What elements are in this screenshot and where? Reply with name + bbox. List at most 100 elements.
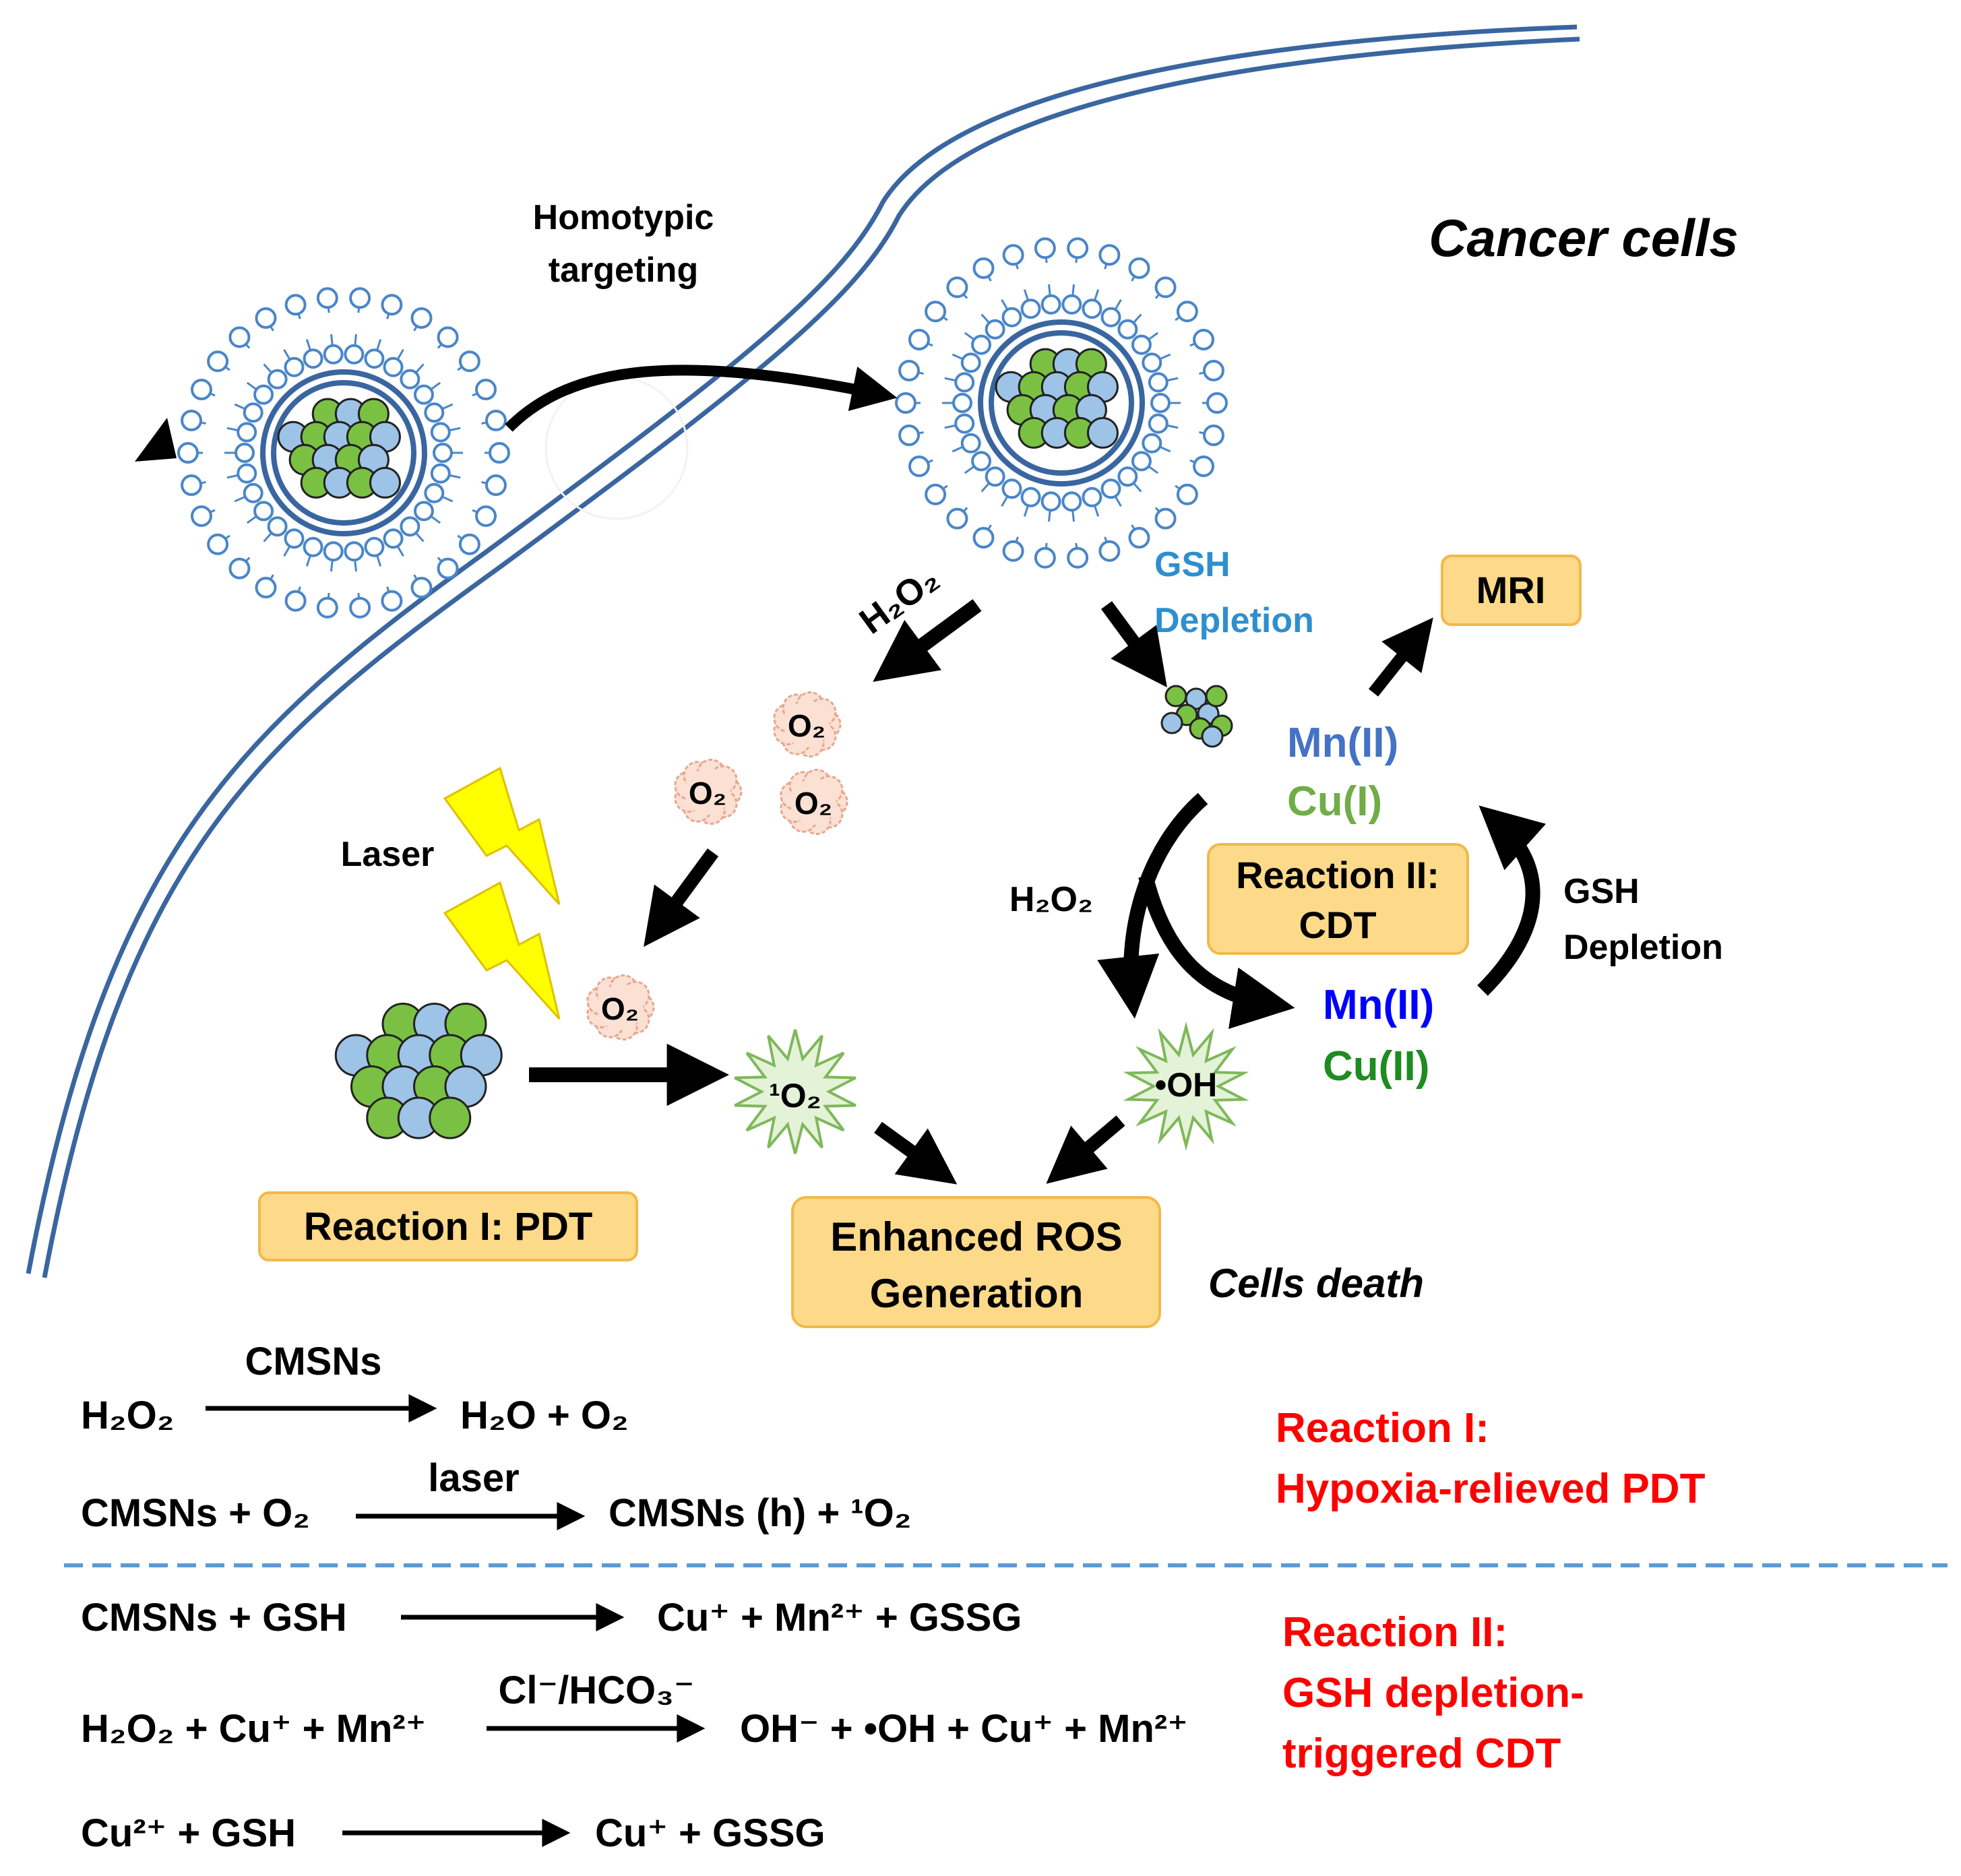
eq1-right: H₂O + O₂ <box>460 1394 629 1437</box>
lipid-head <box>1117 466 1138 487</box>
gsh-label-top: GSH <box>1154 545 1231 584</box>
reaction2-box: Reaction II: CDT <box>1207 843 1469 955</box>
lipid-head <box>1040 491 1061 512</box>
mri-label: MRI <box>1476 569 1546 611</box>
lipid-head <box>1040 294 1061 315</box>
cu-i-label: Cu(I) <box>1287 778 1382 825</box>
lipid-head <box>433 443 453 463</box>
lipid-head <box>1128 527 1150 549</box>
lipid-head <box>1193 329 1215 351</box>
lipid-head <box>908 329 930 351</box>
lipid-head <box>485 409 507 431</box>
r1-title-line1: Reaction I: <box>1276 1405 1489 1451</box>
lipid-head <box>458 533 480 555</box>
lipid-head <box>1002 540 1024 562</box>
lipid-head <box>400 516 421 537</box>
lipid-head <box>1098 244 1121 266</box>
h2o2-mid-label: H₂O₂ <box>1009 880 1093 919</box>
o2-clouds: O₂ O₂ O₂ O₂ <box>586 691 848 1041</box>
lipid-head <box>1020 487 1041 507</box>
eq5-left: Cu²⁺ + GSH <box>81 1811 296 1855</box>
reaction2-box-line1: Reaction II: <box>1236 854 1439 896</box>
lipid-head <box>253 501 274 522</box>
cells-death-label: Cells death <box>1208 1261 1424 1306</box>
lipid-head <box>1202 359 1224 381</box>
o2-arrow <box>644 848 719 947</box>
lipid-head <box>1154 276 1177 299</box>
lipid-head <box>1100 478 1121 499</box>
lipid-head <box>323 344 344 365</box>
lipid-head <box>1142 352 1162 373</box>
o2-label: O₂ <box>689 776 726 811</box>
singlet-oxygen-label: ¹O₂ <box>769 1077 821 1115</box>
lipid-head <box>284 356 305 377</box>
cell-membrane <box>26 24 1580 1278</box>
r2-title-line3: triggered CDT <box>1282 1730 1561 1777</box>
o2-cloud: O₂ <box>674 758 743 825</box>
eq3-right: Cu⁺ + Mn²⁺ + GSSG <box>657 1596 1022 1639</box>
lipid-head <box>960 433 981 454</box>
eq1-left: H₂O₂ <box>81 1394 175 1437</box>
targeting-label: targeting <box>549 251 698 290</box>
h2o2-arrow <box>873 599 982 682</box>
lipid-head <box>228 326 251 348</box>
lipid-head <box>181 474 203 497</box>
lipid-head <box>1001 307 1022 327</box>
lipid-head <box>1098 540 1121 562</box>
play-triangle-icon <box>135 418 177 462</box>
lipid-head <box>424 482 445 503</box>
lipid-head <box>895 392 916 414</box>
nanoparticle-core-particle <box>1086 416 1119 449</box>
lipid-head <box>1128 257 1150 279</box>
to-cu-ii-arrow <box>1138 874 1295 1029</box>
lipid-head <box>237 422 257 443</box>
lipid-head <box>349 287 371 309</box>
eq4-over: Cl⁻/HCO₃⁻ <box>498 1668 694 1712</box>
faint-circle <box>544 376 689 520</box>
lipid-head <box>437 557 459 580</box>
lipid-head <box>1061 294 1082 315</box>
lipid-head <box>413 501 434 522</box>
lipid-head <box>400 369 421 389</box>
lipid-head <box>1082 299 1102 319</box>
laser-label: Laser <box>341 835 435 874</box>
lipid-head <box>458 350 480 373</box>
photosensitizer-cluster <box>334 1003 503 1139</box>
lipid-head <box>364 536 385 557</box>
lipid-head <box>972 257 995 279</box>
eq3-left: CMSNs + GSH <box>81 1596 347 1639</box>
eq2-left: CMSNs + O₂ <box>81 1491 310 1535</box>
lipid-head <box>1202 425 1224 447</box>
nanoparticle-core-particle <box>369 466 401 499</box>
lipid-head <box>410 307 433 329</box>
o2-cloud: O₂ <box>780 768 848 836</box>
nanoparticle-internalized <box>895 237 1228 569</box>
lipid-head <box>255 307 277 329</box>
gsh-right-label: GSH <box>1563 872 1640 911</box>
lipid-head <box>323 541 344 562</box>
singlet-to-ros-arrow <box>874 1121 958 1185</box>
o2-cloud: O₂ <box>773 691 842 758</box>
lipid-head <box>1100 307 1121 327</box>
depletion-label-top: Depletion <box>1154 601 1314 640</box>
gsh-regeneration-arrow <box>1477 805 1547 996</box>
lipid-head <box>267 369 288 389</box>
lipid-head <box>1150 393 1171 413</box>
r2-title-line1: Reaction II: <box>1282 1609 1507 1656</box>
lipid-head <box>908 455 930 477</box>
lipid-head <box>1148 413 1169 434</box>
lipid-head <box>430 422 451 443</box>
lipid-head <box>255 577 277 599</box>
lipid-head <box>381 294 403 316</box>
oh-to-ros-arrow <box>1046 1115 1125 1184</box>
lipid-head <box>383 356 404 377</box>
r1-title-line2: Hypoxia-relieved PDT <box>1276 1466 1706 1512</box>
ros-line2: Generation <box>870 1271 1084 1316</box>
singlet-oxygen-star <box>734 1029 857 1154</box>
eq2-over: laser <box>428 1456 519 1500</box>
cu-ii-green-label: Cu(II) <box>1323 1043 1429 1090</box>
released-ions-cluster <box>1160 685 1233 748</box>
o2-label: O₂ <box>601 991 639 1026</box>
lipid-head <box>985 319 1005 340</box>
lipid-head <box>954 413 975 434</box>
